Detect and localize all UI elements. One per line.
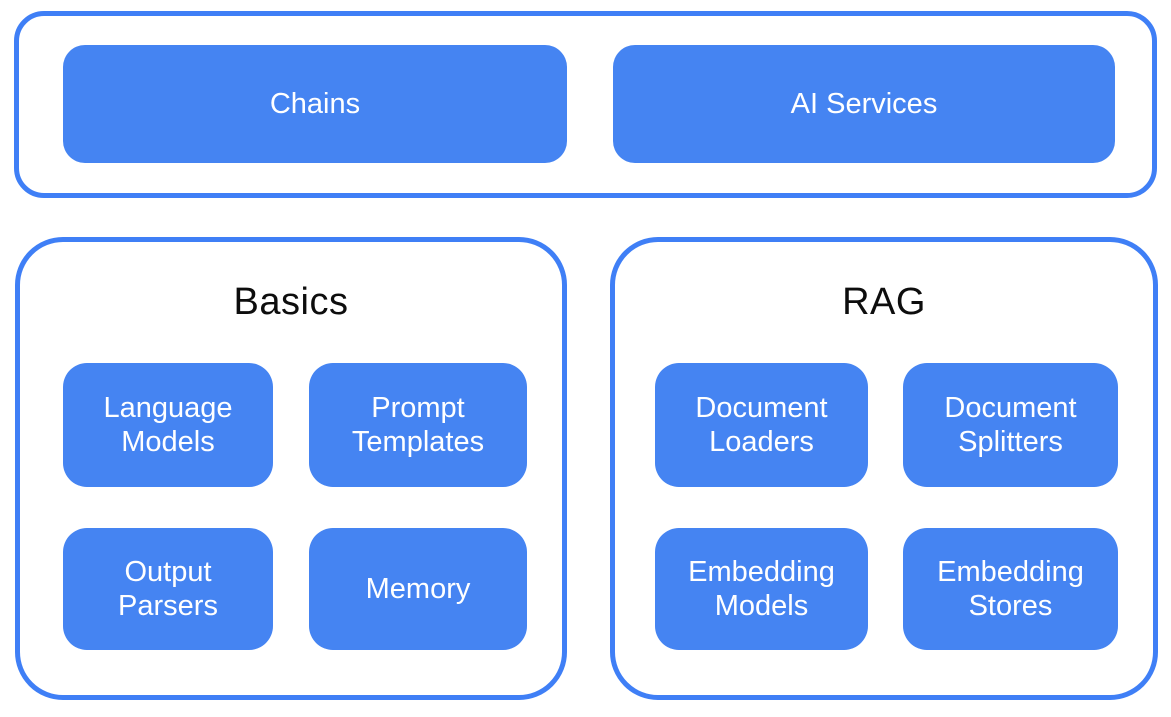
- box-chains: Chains: [63, 45, 567, 163]
- box-document-loaders: Document Loaders: [655, 363, 868, 487]
- box-language-models-label: Language Models: [103, 392, 233, 458]
- group-rag: RAG Document Loaders Document Splitters …: [610, 237, 1158, 700]
- group-top-level: Chains AI Services: [14, 11, 1157, 198]
- group-basics: Basics Language Models Prompt Templates …: [15, 237, 567, 700]
- box-output-parsers-label: Output Parsers: [118, 556, 218, 622]
- box-chains-label: Chains: [269, 88, 361, 120]
- box-prompt-templates: Prompt Templates: [309, 363, 527, 487]
- box-embedding-stores: Embedding Stores: [903, 528, 1118, 650]
- box-embedding-stores-label: Embedding Stores: [937, 556, 1084, 622]
- box-document-loaders-label: Document Loaders: [695, 392, 828, 458]
- box-embedding-models: Embedding Models: [655, 528, 868, 650]
- box-prompt-templates-label: Prompt Templates: [351, 392, 485, 458]
- box-embedding-models-label: Embedding Models: [688, 556, 835, 622]
- box-document-splitters: Document Splitters: [903, 363, 1118, 487]
- box-memory-label: Memory: [365, 573, 471, 605]
- group-rag-title: RAG: [842, 281, 926, 323]
- box-language-models: Language Models: [63, 363, 273, 487]
- box-ai-services: AI Services: [613, 45, 1115, 163]
- group-basics-title: Basics: [233, 281, 349, 323]
- box-document-splitters-label: Document Splitters: [944, 392, 1077, 458]
- box-output-parsers: Output Parsers: [63, 528, 273, 650]
- box-ai-services-label: AI Services: [790, 88, 938, 120]
- box-memory: Memory: [309, 528, 527, 650]
